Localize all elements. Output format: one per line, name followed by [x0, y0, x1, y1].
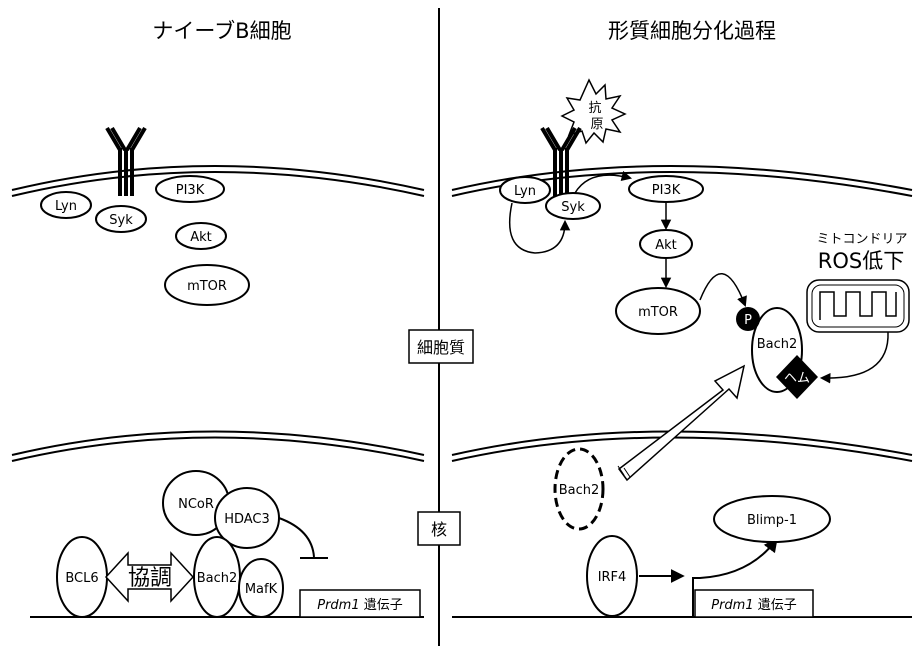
right-nuclear-envelope: [451, 430, 913, 462]
left-lyn: Lyn: [40, 191, 92, 219]
svg-text:抗: 抗: [588, 101, 601, 116]
left-ncor: NCoR: [162, 470, 230, 536]
right-bach2-nuclear: Bach2: [553, 447, 605, 531]
ros-label: ROS低下: [818, 249, 904, 273]
mito-label: ミトコンドリア: [816, 232, 907, 247]
svg-text:NCoR: NCoR: [178, 497, 214, 512]
left-membrane: [11, 165, 425, 197]
antigen-starburst: 抗 原: [560, 78, 627, 145]
left-syk: Syk: [95, 205, 147, 233]
right-gene-box: Prdm1 遺伝子: [694, 589, 814, 618]
right-title: 形質細胞分化過程: [608, 19, 776, 43]
right-lyn: Lyn: [499, 176, 551, 204]
arrow-mito-heme: [819, 331, 889, 384]
svg-text:Bach2: Bach2: [197, 571, 238, 586]
left-cooperation-arrow: 協調: [104, 551, 195, 603]
svg-text:P: P: [744, 313, 752, 328]
svg-text:Prdm1 遺伝子: Prdm1 遺伝子: [711, 598, 797, 613]
left-bcr-receptor: [105, 126, 147, 196]
cytoplasm-label-box: 細胞質: [408, 329, 474, 364]
left-inhibition-line: [278, 517, 328, 559]
svg-text:Bach2: Bach2: [559, 483, 600, 498]
svg-text:原: 原: [590, 117, 603, 132]
left-mtor: mTOR: [164, 264, 250, 306]
left-bcl6: BCL6: [56, 536, 108, 618]
left-gene-box: Prdm1 遺伝子: [299, 589, 421, 618]
right-blimp1: Blimp-1: [713, 495, 831, 543]
svg-text:HDAC3: HDAC3: [224, 512, 270, 527]
right-akt: Akt: [639, 229, 693, 259]
right-bcr-receptor: [540, 126, 582, 196]
svg-text:Bach2: Bach2: [757, 337, 798, 352]
cooperation-label: 協調: [128, 566, 172, 591]
svg-text:ヘム: ヘム: [784, 371, 810, 386]
left-nuclear-envelope: [11, 430, 425, 462]
arrow-lyn-syk: [508, 202, 571, 254]
svg-text:MafK: MafK: [245, 582, 278, 597]
svg-text:IRF4: IRF4: [598, 570, 627, 585]
svg-text:Lyn: Lyn: [55, 199, 77, 214]
svg-text:BCL6: BCL6: [65, 571, 98, 586]
svg-text:Akt: Akt: [655, 238, 677, 253]
left-pi3k: PI3K: [155, 175, 225, 203]
phospho-circle: P: [736, 307, 760, 331]
svg-text:mTOR: mTOR: [187, 279, 227, 294]
left-title: ナイーブB細胞: [152, 19, 291, 43]
svg-text:核: 核: [431, 520, 447, 539]
svg-text:Lyn: Lyn: [514, 184, 536, 199]
svg-text:細胞質: 細胞質: [417, 338, 465, 357]
svg-text:Blimp-1: Blimp-1: [747, 513, 797, 528]
right-syk: Syk: [545, 192, 601, 220]
arrow-syk-pi3k: [574, 170, 633, 194]
right-irf4: IRF4: [586, 535, 638, 617]
promoter-arrow: [692, 537, 778, 617]
right-mtor: mTOR: [615, 287, 701, 335]
arrow-mtor-phospho: [699, 273, 747, 307]
left-bach2: Bach2: [193, 536, 241, 618]
svg-text:mTOR: mTOR: [638, 305, 678, 320]
left-akt: Akt: [175, 222, 227, 250]
svg-text:Syk: Syk: [109, 213, 133, 228]
svg-text:PI3K: PI3K: [652, 183, 681, 198]
svg-text:Prdm1 遺伝子: Prdm1 遺伝子: [317, 598, 403, 613]
bach2-export-arrow: [617, 364, 746, 482]
mitochondria: [806, 279, 910, 333]
right-pi3k: PI3K: [628, 175, 704, 203]
heme-diamond: ヘム: [776, 355, 818, 399]
nucleus-label-box: 核: [417, 511, 461, 546]
svg-text:Akt: Akt: [190, 230, 212, 245]
svg-text:Syk: Syk: [561, 200, 585, 215]
left-mafk: MafK: [238, 558, 284, 618]
svg-text:PI3K: PI3K: [176, 183, 205, 198]
